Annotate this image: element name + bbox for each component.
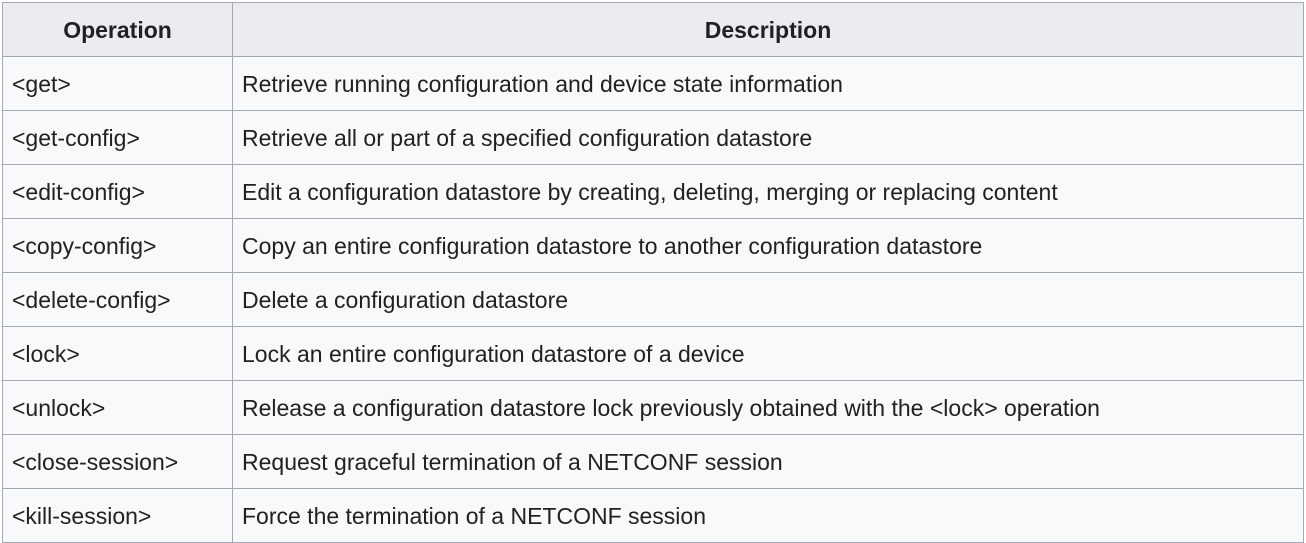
operation-cell: <copy-config> <box>2 218 233 273</box>
description-cell: Force the termination of a NETCONF sessi… <box>232 488 1304 543</box>
operation-cell: <unlock> <box>2 380 233 435</box>
operation-cell: <kill-session> <box>2 488 233 543</box>
description-cell: Retrieve running configuration and devic… <box>232 56 1304 111</box>
description-cell: Edit a configuration datastore by creati… <box>232 164 1304 219</box>
operation-cell: <close-session> <box>2 434 233 489</box>
table-row: <get> Retrieve running configuration and… <box>2 56 1304 111</box>
description-cell: Delete a configuration datastore <box>232 272 1304 327</box>
description-cell: Lock an entire configuration datastore o… <box>232 326 1304 381</box>
description-cell: Request graceful termination of a NETCON… <box>232 434 1304 489</box>
operation-cell: <delete-config> <box>2 272 233 327</box>
table-row: <edit-config> Edit a configuration datas… <box>2 164 1304 219</box>
column-header-description: Description <box>232 2 1304 57</box>
table-row: <copy-config> Copy an entire configurati… <box>2 218 1304 273</box>
description-cell: Release a configuration datastore lock p… <box>232 380 1304 435</box>
operation-cell: <lock> <box>2 326 233 381</box>
table-header-row: Operation Description <box>2 2 1304 57</box>
table-row: <delete-config> Delete a configuration d… <box>2 272 1304 327</box>
column-header-operation: Operation <box>2 2 233 57</box>
table-row: <lock> Lock an entire configuration data… <box>2 326 1304 381</box>
description-cell: Copy an entire configuration datastore t… <box>232 218 1304 273</box>
operation-cell: <get-config> <box>2 110 233 165</box>
table-row: <get-config> Retrieve all or part of a s… <box>2 110 1304 165</box>
table-row: <close-session> Request graceful termina… <box>2 434 1304 489</box>
operation-cell: <edit-config> <box>2 164 233 219</box>
operation-cell: <get> <box>2 56 233 111</box>
table-row: <unlock> Release a configuration datasto… <box>2 380 1304 435</box>
table-row: <kill-session> Force the termination of … <box>2 488 1304 543</box>
description-cell: Retrieve all or part of a specified conf… <box>232 110 1304 165</box>
